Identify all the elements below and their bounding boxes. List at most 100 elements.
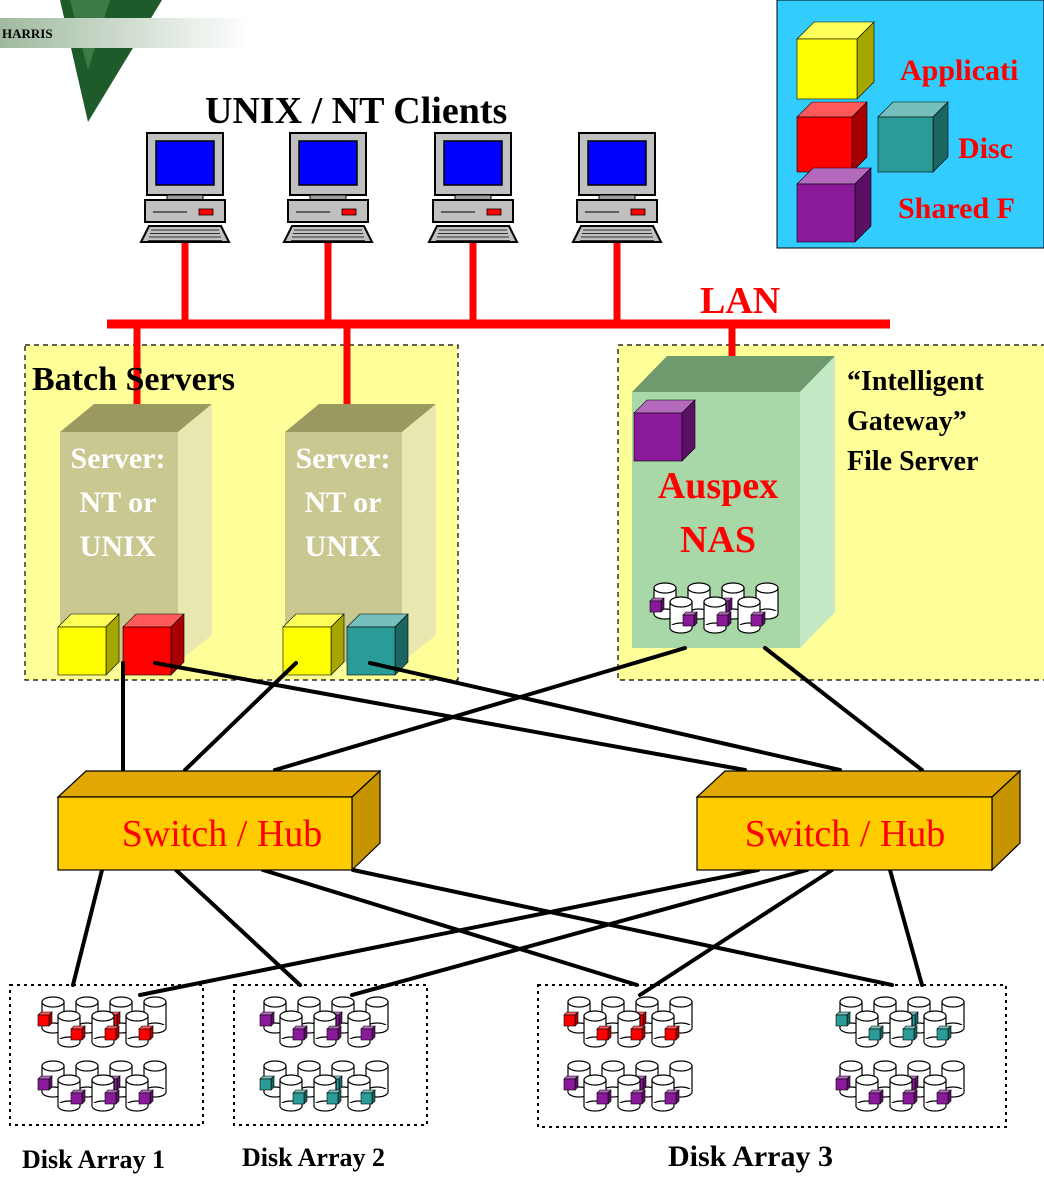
disk-drive <box>347 1074 376 1112</box>
harris-logo: HARRIS <box>0 0 250 122</box>
disk-cluster-array2-teal <box>259 1060 389 1112</box>
client-computer-2 <box>282 132 374 243</box>
disk-array-1-label: Disk Array 1 <box>22 1145 165 1174</box>
disk-data-cube <box>259 1011 275 1027</box>
disk-data-cube <box>138 1089 154 1105</box>
legend-cube-discrete-red <box>796 101 868 173</box>
disk-data-cube <box>664 1089 680 1105</box>
disk-drive <box>313 1010 342 1048</box>
gateway-caption-line-2: Gateway” <box>847 406 967 437</box>
disk-data-cube <box>649 597 665 613</box>
disk-drive <box>279 1074 308 1112</box>
disk-data-cube <box>630 1089 646 1105</box>
switch-hub-2 <box>695 769 1022 872</box>
disk-drive <box>923 1010 952 1048</box>
server-2-line-1: Server: <box>296 442 391 475</box>
disk-array-3-label: Disk Array 3 <box>668 1140 833 1173</box>
logo-text: HARRIS <box>2 26 53 41</box>
server-1-line-1: Server: <box>71 442 166 475</box>
server-2-line-3: UNIX <box>305 530 382 563</box>
disk-data-cube <box>630 1025 646 1041</box>
disk-drive <box>617 1010 646 1048</box>
switch-hub-1 <box>56 769 382 872</box>
lan-network <box>107 242 890 410</box>
disk-data-cube <box>360 1089 376 1105</box>
disk-data-cube <box>596 1089 612 1105</box>
disk-data-cube <box>70 1025 86 1041</box>
server-1-line-3: UNIX <box>80 530 157 563</box>
disk-cluster-array1-red <box>37 996 167 1048</box>
app-cube-red <box>122 613 185 676</box>
disk-data-cube <box>292 1025 308 1041</box>
disk-data-cube <box>326 1089 342 1105</box>
disk-drive <box>855 1010 884 1048</box>
gateway-caption-line-3: File Server <box>847 446 978 477</box>
disk-array-1-box <box>9 984 204 1126</box>
nas-line-2: NAS <box>680 519 756 561</box>
disk-drive <box>855 1074 884 1112</box>
nas-disk-cluster <box>649 582 779 634</box>
disk-drive <box>91 1010 120 1048</box>
batch-servers-title: Batch Servers <box>32 361 235 398</box>
disk-data-cube <box>138 1025 154 1041</box>
disk-drive <box>669 596 698 634</box>
disk-data-cube <box>37 1011 53 1027</box>
legend: Applicati Disc Shared F <box>776 0 1044 249</box>
disk-data-cube <box>563 1011 579 1027</box>
disk-drive <box>91 1074 120 1112</box>
disk-array-2-box <box>233 984 428 1126</box>
disk-cluster-array3-purple-2 <box>835 1060 965 1112</box>
disk-cluster-array3-teal <box>835 996 965 1048</box>
disk-data-cube <box>37 1075 53 1091</box>
disk-drive <box>835 996 863 1034</box>
disk-cluster-array2-purple <box>259 996 389 1048</box>
disk-data-cube <box>292 1089 308 1105</box>
disk-data-cube <box>104 1025 120 1041</box>
client-computers <box>139 132 663 243</box>
connection-lines <box>71 646 924 997</box>
disk-data-cube <box>259 1075 275 1091</box>
shared-cube-purple <box>633 399 696 462</box>
legend-cube-shared <box>796 167 872 243</box>
nas-disk-cluster-drives <box>649 582 779 634</box>
disk-drive <box>941 1060 965 1098</box>
disk-array-3-box <box>537 984 1007 1128</box>
switch-hub-2-label: Switch / Hub <box>745 813 946 855</box>
disk-drive <box>125 1010 154 1048</box>
disk-drive <box>125 1074 154 1112</box>
nas-line-1: Auspex <box>658 465 778 507</box>
disk-data-cube <box>936 1089 952 1105</box>
disk-drive <box>57 1074 86 1112</box>
disk-data-cube <box>716 611 732 627</box>
disk-drive <box>617 1074 646 1112</box>
disk-data-cube <box>596 1025 612 1041</box>
disk-drive <box>889 1010 918 1048</box>
disk-cluster-array3-purple <box>563 1060 693 1112</box>
disk-data-cube <box>750 611 766 627</box>
disk-array-2-label: Disk Array 2 <box>242 1143 385 1172</box>
client-computer-4 <box>571 132 663 243</box>
disk-data-cube <box>936 1025 952 1041</box>
switch-hub-1-label: Switch / Hub <box>122 813 323 855</box>
disk-drive <box>889 1074 918 1112</box>
disk-drive <box>583 1074 612 1112</box>
disk-drive <box>347 1010 376 1048</box>
client-computer-1 <box>139 132 231 243</box>
legend-cube-applications <box>796 21 875 100</box>
disk-data-cube <box>835 1075 851 1091</box>
disk-data-cube <box>360 1025 376 1041</box>
disk-cluster-array1-purple <box>37 1060 167 1112</box>
disk-drive <box>703 596 732 634</box>
gateway-caption-line-1: “Intelligent <box>847 366 985 397</box>
disk-data-cube <box>902 1089 918 1105</box>
lan-label: LAN <box>700 280 780 322</box>
legend-label-applications: Applicati <box>900 54 1018 87</box>
disk-data-cube <box>664 1025 680 1041</box>
disk-data-cube <box>835 1011 851 1027</box>
server-2-line-2: NT or <box>305 486 382 519</box>
client-computer-3 <box>427 132 519 243</box>
gateway-caption: “Intelligent Gateway” File Server <box>847 366 985 477</box>
legend-label-discrete: Disc <box>958 132 1013 165</box>
server-1-text: Server: NT or UNIX <box>71 442 166 563</box>
